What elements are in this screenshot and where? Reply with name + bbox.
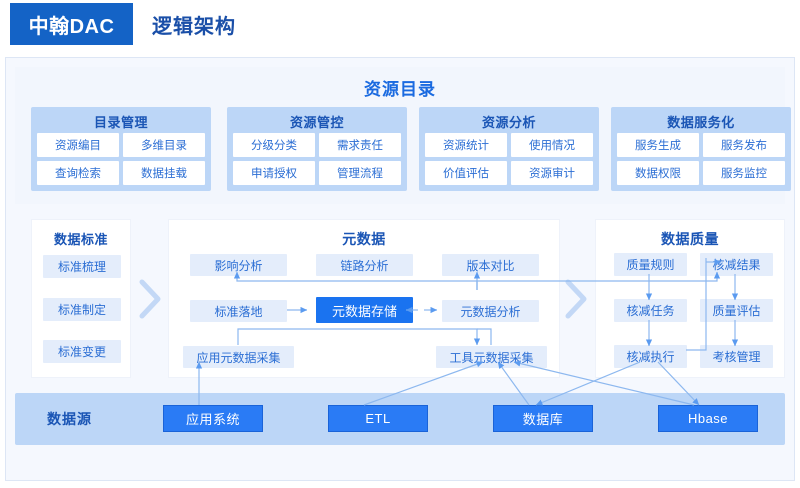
brand-badge: 中翰DAC	[10, 3, 133, 45]
data-source-hbase[interactable]: Hbase	[658, 405, 758, 432]
metadata-tile-metadata-storage[interactable]: 元数据存储	[316, 297, 413, 323]
chevron-right-icon-2	[565, 279, 587, 319]
metadata-title: 元数据	[342, 231, 386, 247]
standard-tile-formulate[interactable]: 标准制定	[43, 298, 121, 321]
quality-tile-rule[interactable]: 质量规则	[614, 253, 687, 276]
catalog-cell[interactable]: 资源编目	[37, 133, 119, 157]
panel-title: 数据服务化	[667, 115, 735, 130]
resource-catalog-section: 资源目录 目录管理 资源编目 多维目录 查询检索 数据挂载 资源管控 分级分类 …	[15, 67, 791, 204]
metadata-tile-impact-analysis[interactable]: 影响分析	[190, 254, 287, 276]
data-quality-title: 数据质量	[661, 231, 719, 247]
catalog-cell[interactable]: 价值评估	[425, 161, 507, 185]
catalog-cell[interactable]: 使用情况	[511, 133, 593, 157]
page-title: 逻辑架构	[152, 15, 236, 38]
catalog-cell[interactable]: 查询检索	[37, 161, 119, 185]
catalog-cell[interactable]: 资源统计	[425, 133, 507, 157]
catalog-cell[interactable]: 需求责任	[319, 133, 401, 157]
metadata-tile-lineage-analysis[interactable]: 链路分析	[316, 254, 413, 276]
quality-tile-result[interactable]: 核减结果	[700, 253, 773, 276]
panel-cell-grid: 服务生成 服务发布 数据权限 服务监控	[617, 133, 785, 185]
metadata-tile-metadata-analysis[interactable]: 元数据分析	[442, 300, 539, 322]
quality-tile-task[interactable]: 核减任务	[614, 299, 687, 322]
standard-tile-change[interactable]: 标准变更	[43, 340, 121, 363]
catalog-cell[interactable]: 分级分类	[233, 133, 315, 157]
catalog-cell[interactable]: 数据挂载	[123, 161, 205, 185]
data-quality-card: 数据质量 质量规则 核减任务 核减执行 核减结果 质量评估 考核管理	[595, 219, 785, 378]
catalog-cell[interactable]: 数据权限	[617, 161, 699, 185]
catalog-cell[interactable]: 服务发布	[703, 133, 785, 157]
panel-title: 目录管理	[93, 115, 148, 130]
panel-title: 资源管控	[289, 115, 344, 130]
data-source-etl[interactable]: ETL	[328, 405, 428, 432]
catalog-panel-resource-control[interactable]: 资源管控 分级分类 需求责任 申请授权 管理流程	[227, 107, 407, 191]
page-header: 中翰DAC 逻辑架构	[0, 0, 800, 48]
data-standard-title: 数据标准	[53, 232, 108, 247]
architecture-diagram: 资源目录 目录管理 资源编目 多维目录 查询检索 数据挂载 资源管控 分级分类 …	[5, 57, 795, 481]
panel-cell-grid: 资源统计 使用情况 价值评估 资源审计	[425, 133, 593, 185]
catalog-panel-data-service[interactable]: 数据服务化 服务生成 服务发布 数据权限 服务监控	[611, 107, 791, 191]
quality-tile-execution[interactable]: 核减执行	[614, 345, 687, 368]
catalog-panel-directory-management[interactable]: 目录管理 资源编目 多维目录 查询检索 数据挂载	[31, 107, 211, 191]
metadata-tile-app-collection[interactable]: 应用元数据采集	[183, 346, 294, 368]
middle-band: 数据标准 标准梳理 标准制定 标准变更 元数据 影响分析 链路分析 版本对比 标…	[6, 213, 796, 388]
catalog-panel-resource-analysis[interactable]: 资源分析 资源统计 使用情况 价值评估 资源审计	[419, 107, 599, 191]
standard-tile-comb[interactable]: 标准梳理	[43, 255, 121, 278]
resource-catalog-title: 资源目录	[364, 80, 436, 99]
catalog-cell[interactable]: 管理流程	[319, 161, 401, 185]
data-source-database[interactable]: 数据库	[493, 405, 593, 432]
data-source-app-system[interactable]: 应用系统	[163, 405, 263, 432]
metadata-card: 元数据 影响分析 链路分析 版本对比 标准落地 元数据存储 元数据分析 应用元数…	[168, 219, 560, 378]
data-standard-card: 数据标准 标准梳理 标准制定 标准变更	[31, 219, 131, 378]
quality-tile-review[interactable]: 考核管理	[700, 345, 773, 368]
catalog-cell[interactable]: 服务生成	[617, 133, 699, 157]
catalog-cell[interactable]: 资源审计	[511, 161, 593, 185]
data-source-band: 数据源 应用系统 ETL 数据库 Hbase	[15, 393, 785, 445]
data-source-label: 数据源	[47, 411, 92, 427]
panel-title: 资源分析	[481, 115, 536, 130]
panel-cell-grid: 资源编目 多维目录 查询检索 数据挂载	[37, 133, 205, 185]
catalog-cell[interactable]: 申请授权	[233, 161, 315, 185]
metadata-tile-standard-landing[interactable]: 标准落地	[190, 300, 287, 322]
catalog-cell[interactable]: 多维目录	[123, 133, 205, 157]
quality-tile-assessment[interactable]: 质量评估	[700, 299, 773, 322]
chevron-right-icon-1	[139, 279, 161, 319]
catalog-cell[interactable]: 服务监控	[703, 161, 785, 185]
metadata-tile-tool-collection[interactable]: 工具元数据采集	[436, 346, 547, 368]
metadata-tile-version-compare[interactable]: 版本对比	[442, 254, 539, 276]
panel-cell-grid: 分级分类 需求责任 申请授权 管理流程	[233, 133, 401, 185]
